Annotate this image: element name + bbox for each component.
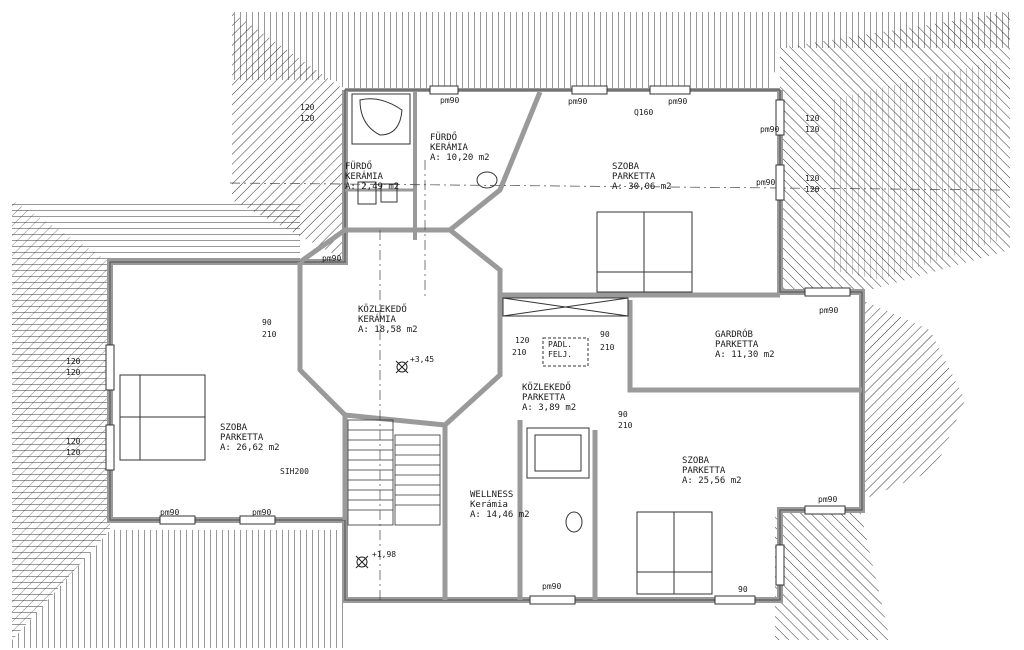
door-size-90: 90 (262, 318, 272, 327)
room-area: A: 26,62 m2 (220, 443, 280, 453)
roof-bay (862, 300, 965, 500)
room-name: SZOBA (220, 423, 248, 433)
window-size-120: 120 (805, 174, 820, 183)
roof-left-diag (12, 200, 110, 640)
room-area: A: 14,46 m2 (470, 510, 530, 520)
door-size-90: 90 (600, 330, 610, 339)
room-label-szoba-ne: SZOBA PARKETTA A: 30,06 m2 (612, 162, 672, 192)
attic-hatch-label-1: PADL. (548, 340, 573, 349)
window-label-pm90: pm90 (322, 254, 342, 263)
roof-hatching (12, 12, 1010, 648)
room-floor: Kerámia (470, 500, 508, 510)
window-label-pm90: pm90 (819, 306, 839, 315)
room-name: FÜRDŐ (430, 133, 458, 143)
window-size-120: 120 (805, 185, 820, 194)
window-label-pm90: pm90 (252, 508, 272, 517)
door-size-210: 210 (512, 348, 527, 357)
room-label-kozlekedo-main: KÖZLEKEDŐ KERÁMIA A: 18,58 m2 (358, 305, 418, 335)
room-area: A: 3,89 m2 (522, 403, 577, 413)
level-marker-198 (356, 556, 368, 568)
door-size-210: 210 (618, 421, 633, 430)
window-size-120: 120 (66, 448, 81, 457)
room-label-szoba-se: SZOBA PARKETTA A: 25,56 m2 (682, 456, 742, 486)
room-area: A: 25,56 m2 (682, 476, 742, 486)
room-label-furdo-2: FÜRDŐ KERÁMIA A: 2,49 m2 (345, 162, 399, 192)
room-name: KÖZLEKEDŐ (358, 305, 407, 315)
corner-bathtub (351, 93, 411, 145)
room-floor: PARKETTA (220, 433, 264, 443)
roof-bottom (12, 530, 345, 648)
window-label-pm90: pm90 (818, 495, 838, 504)
level-markers (355, 360, 409, 569)
window-label-pm90: pm90 (756, 178, 776, 187)
wash-basin (380, 183, 398, 203)
attic-hatch-label-2: FELJ. (548, 350, 573, 359)
window-label-pm90: pm90 (542, 582, 562, 591)
room-floor: KERÁMIA (358, 315, 396, 325)
window-size-120: 120 (300, 114, 315, 123)
room-floor: PARKETTA (522, 393, 566, 403)
jacuzzi (526, 427, 590, 479)
window-size-120: 120 (805, 114, 820, 123)
room-name: WELLNESS (470, 490, 514, 500)
room-label-wellness: WELLNESS Kerámia A: 14,46 m2 (470, 490, 530, 520)
window-label-pm90: pm90 (568, 97, 588, 106)
room-name: SZOBA (612, 162, 640, 172)
chimney-label-sih200: SIH200 (280, 467, 309, 476)
window-label-pm90: pm90 (440, 96, 460, 105)
pipe-label-q160: Q160 (634, 108, 654, 117)
door-size-210: 210 (262, 330, 277, 339)
window-label-pm90: pm90 (160, 508, 180, 517)
room-label-kozlekedo-small: KÖZLEKEDŐ PARKETTA A: 3,89 m2 (522, 383, 576, 413)
room-floor: PARKETTA (682, 466, 726, 476)
level-marker-345 (396, 361, 408, 373)
staircase (347, 419, 441, 526)
window-label-pm90: pm90 (668, 97, 688, 106)
door-size-120: 120 (515, 336, 530, 345)
section-lines (229, 160, 1001, 600)
room-floor: KERÁMIA (345, 172, 383, 182)
window-label-90: 90 (738, 585, 748, 594)
toilet (476, 171, 498, 189)
room-floor: PARKETTA (612, 172, 656, 182)
window-size-120: 120 (66, 437, 81, 446)
roof-right-vert (830, 60, 1000, 280)
room-name: KÖZLEKEDŐ (522, 383, 571, 393)
wellness-toilet (565, 511, 583, 533)
room-area: A: 11,30 m2 (715, 350, 775, 360)
window-label-pm90: pm90 (760, 125, 780, 134)
windows (105, 85, 851, 605)
room-floor: PARKETTA (715, 340, 759, 350)
roof-bottom-right (775, 510, 890, 640)
room-floor: KERÁMIA (430, 143, 468, 153)
room-name: FÜRDŐ (345, 162, 373, 172)
window-size-120: 120 (66, 357, 81, 366)
room-label-szoba-w: SZOBA PARKETTA A: 26,62 m2 (220, 423, 280, 453)
window-size-120: 120 (300, 103, 315, 112)
shower-tray (357, 181, 377, 205)
room-area: A: 10,20 m2 (430, 153, 490, 163)
fixtures (119, 93, 713, 595)
room-area: A: 2,49 m2 (345, 182, 400, 192)
roof-top-left (232, 12, 345, 260)
door-size-90: 90 (618, 410, 628, 419)
door-size-210: 210 (600, 343, 615, 352)
gardrob-divider (502, 297, 629, 317)
level-label-198: +1,98 (372, 550, 397, 559)
room-area: A: 30,06 m2 (612, 182, 672, 192)
room-area: A: 18,58 m2 (358, 325, 418, 335)
room-label-gardrob: GARDRÓB PARKETTA A: 11,30 m2 (715, 330, 775, 360)
level-label-345: +3,45 (410, 355, 435, 364)
room-name: GARDRÓB (715, 330, 753, 340)
room-label-furdo-1: FÜRDŐ KERÁMIA A: 10,20 m2 (430, 133, 490, 163)
window-size-120: 120 (805, 125, 820, 134)
window-size-120: 120 (66, 368, 81, 377)
roof-top (232, 12, 1010, 90)
room-name: SZOBA (682, 456, 710, 466)
